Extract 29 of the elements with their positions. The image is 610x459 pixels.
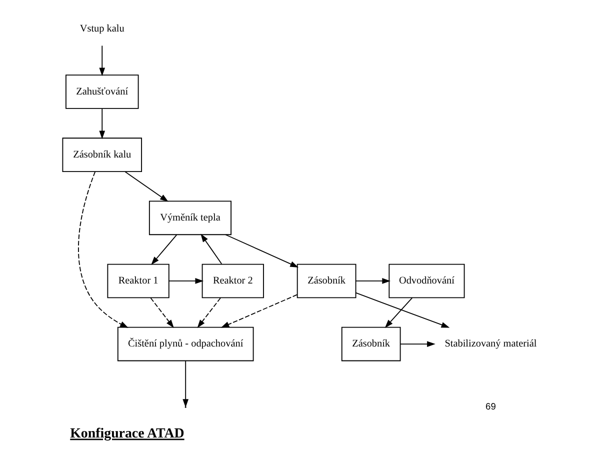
node-box: Zahušťování [66,74,139,109]
arrow [168,278,204,284]
arrow [220,294,298,328]
arrow [200,234,222,264]
arrow [384,298,413,328]
node-box: Reaktor 2 [202,264,264,298]
node-text: Stabilizovaný materiál [444,338,537,350]
arrow [151,234,178,265]
node-box: Reaktor 1 [107,264,170,298]
node-box: Zásobník [296,264,356,298]
arrow [197,298,221,328]
node-box: Výměník tepla [148,200,232,236]
node-box: Čištění plynů - odpachování [117,326,254,362]
arrow [225,234,299,268]
arrow [400,341,436,347]
arrow [182,360,189,408]
arrow [78,171,128,328]
arrow [355,292,450,328]
arrow [150,298,174,328]
arrow [99,108,106,140]
node-box: Zásobník [341,326,401,362]
node-box: Zásobník kalu [62,138,142,172]
arrow [99,45,106,76]
node-text: Vstup kalu [80,23,124,34]
arrow [355,278,390,284]
arrow [124,171,168,202]
node-box: Odvodňování [388,264,465,298]
label: 69 [486,401,496,412]
diagram-title: Konfigurace ATAD [70,426,184,442]
